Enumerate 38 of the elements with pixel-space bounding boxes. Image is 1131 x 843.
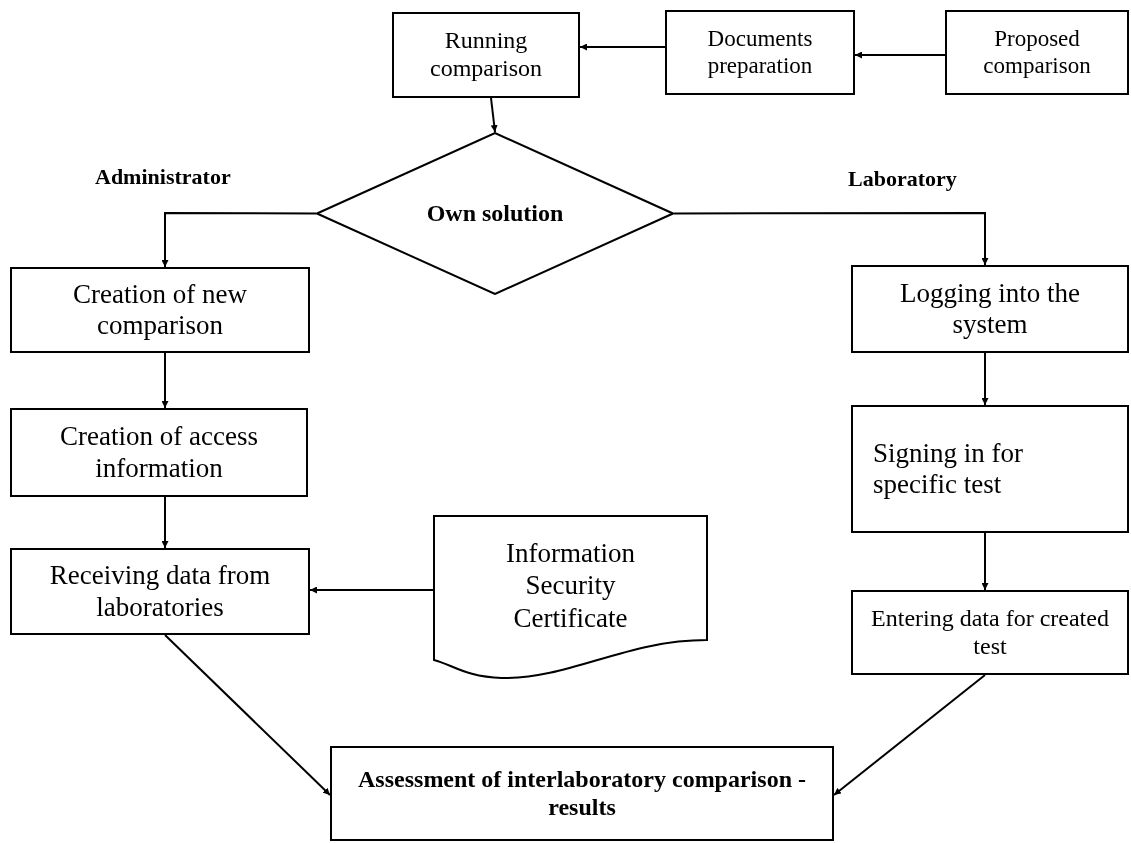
document-shape [433, 515, 708, 680]
process-box [10, 548, 310, 635]
arrow [309, 586, 434, 594]
arrow [161, 352, 169, 409]
node-text: Running comparison [429, 27, 543, 83]
arrow [161, 212, 317, 268]
decision-diamond [316, 132, 674, 295]
arrow [164, 634, 331, 796]
process-box [665, 10, 855, 95]
node-text: Information Security Certificate [505, 537, 636, 635]
arrow [854, 51, 946, 59]
node-text: Signing in for specific test [873, 437, 1024, 501]
arrow [673, 212, 989, 266]
process-box [392, 12, 580, 98]
node-text: Creation of access information [59, 421, 259, 484]
arrow [579, 43, 666, 51]
lane-label: Laboratory [848, 166, 957, 192]
process-box [945, 10, 1129, 95]
node-text: Proposed comparison [982, 26, 1092, 79]
node-text: Creation of new comparison [72, 278, 248, 342]
node-text: Own solution [425, 199, 565, 228]
arrow [981, 352, 989, 406]
node-text: Receiving data from laboratories [48, 560, 272, 623]
arrow [490, 97, 498, 133]
arrow [833, 674, 986, 796]
node-text: Entering data for created test [870, 604, 1110, 661]
node-text: Assessment of interlaboratory comparison - results [357, 765, 807, 822]
process-box [851, 590, 1129, 675]
process-box [851, 405, 1129, 533]
process-box [851, 265, 1129, 353]
process-box [330, 746, 834, 841]
node-text: Documents preparation [706, 26, 814, 79]
process-box [10, 408, 308, 497]
process-box [10, 267, 310, 353]
arrow [161, 496, 169, 549]
node-text: Logging into the system [899, 277, 1081, 341]
lane-label: Administrator [95, 164, 231, 190]
arrow [981, 532, 989, 591]
